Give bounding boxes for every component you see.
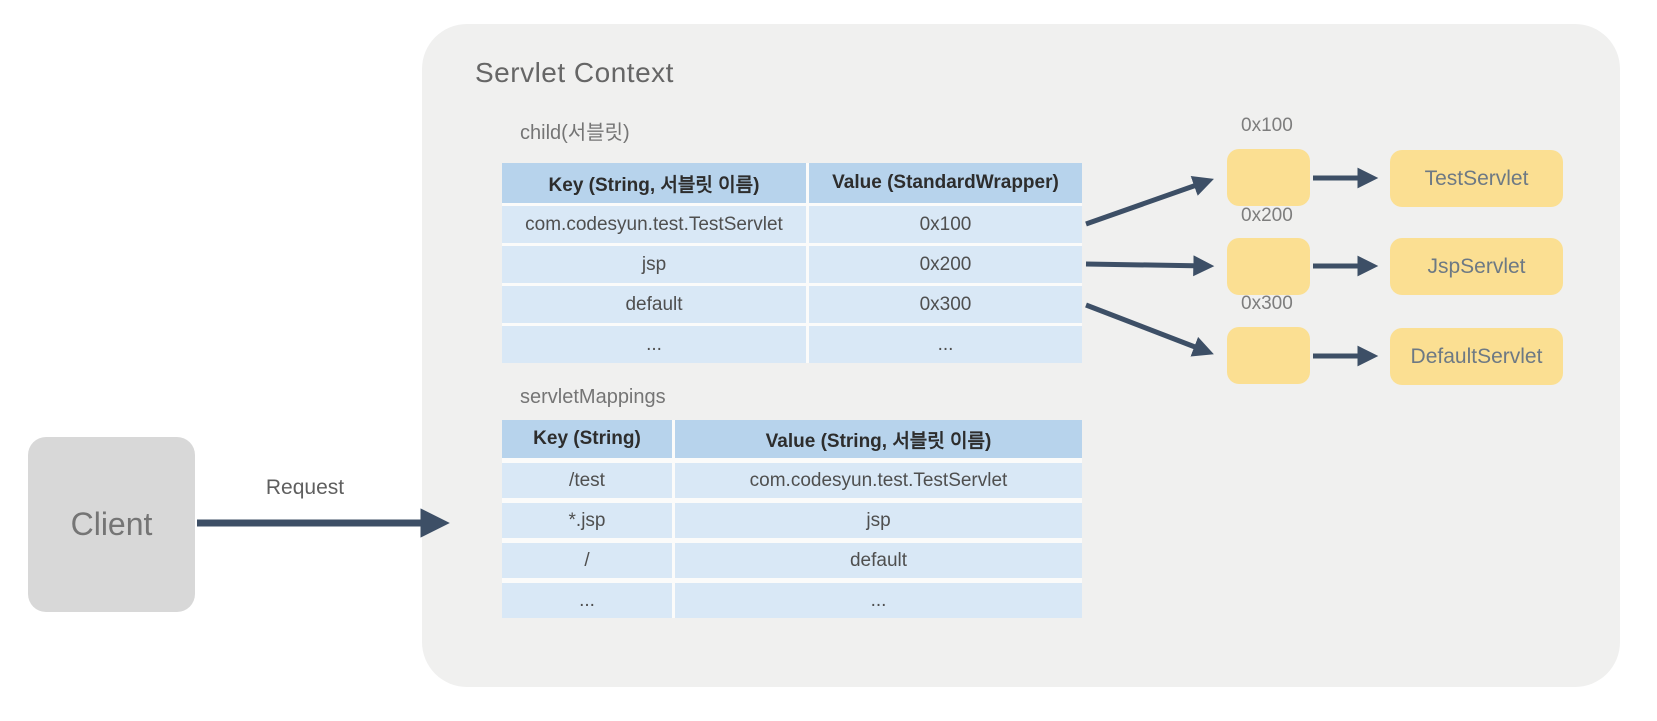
column-header: Key (String, 서블릿 이름) — [502, 163, 806, 203]
panel-title: Servlet Context — [475, 57, 674, 88]
standard-wrapper-box — [1227, 149, 1310, 206]
client-label: Client — [70, 506, 153, 542]
servlet-instance-box: JspServlet — [1390, 238, 1563, 295]
column-header: Value (StandardWrapper) — [809, 163, 1082, 203]
table-row: ... ... — [502, 326, 1082, 363]
servlet-instance-box: TestServlet — [1390, 150, 1563, 207]
table-cell: ... — [502, 583, 672, 618]
table-cell: default — [502, 286, 806, 323]
table-cell: com.codesyun.test.TestServlet — [675, 463, 1082, 498]
table-cell: 0x100 — [809, 206, 1082, 243]
servlet-instance-label: JspServlet — [1427, 254, 1526, 278]
mappings-table-header-row: Key (String) Value (String, 서블릿 이름) — [502, 420, 1082, 458]
servlet-instance-box: DefaultServlet — [1390, 328, 1563, 385]
column-header: Key (String) — [502, 420, 672, 458]
request-label: Request — [265, 476, 345, 499]
child-section-label: child(서블릿) — [520, 122, 630, 144]
table-cell: / — [502, 543, 672, 578]
servlet-mappings-label: servletMappings — [520, 386, 666, 408]
address-label: 0x100 — [1241, 115, 1293, 136]
address-label: 0x200 — [1241, 205, 1293, 226]
table-cell: jsp — [502, 246, 806, 283]
table-cell: jsp — [675, 503, 1082, 538]
standard-wrapper-box — [1227, 327, 1310, 384]
standard-wrapper-box — [1227, 238, 1310, 295]
table-cell: 0x200 — [809, 246, 1082, 283]
child-table: Key (String, 서블릿 이름) Value (StandardWrap… — [502, 163, 1082, 363]
servlet-instance-label: DefaultServlet — [1410, 344, 1543, 368]
table-cell: 0x300 — [809, 286, 1082, 323]
servlet-mappings-table: Key (String) Value (String, 서블릿 이름) /tes… — [502, 420, 1082, 618]
table-row: jsp 0x200 — [502, 246, 1082, 283]
table-cell: *.jsp — [502, 503, 672, 538]
table-row: com.codesyun.test.TestServlet 0x100 — [502, 206, 1082, 243]
table-row: *.jsp jsp — [502, 503, 1082, 538]
servlet-instance-label: TestServlet — [1424, 166, 1529, 190]
table-cell: com.codesyun.test.TestServlet — [502, 206, 806, 243]
table-row: ... ... — [502, 583, 1082, 618]
address-label: 0x300 — [1241, 293, 1293, 314]
table-cell: ... — [502, 326, 806, 363]
table-row: default 0x300 — [502, 286, 1082, 323]
table-row: /test com.codesyun.test.TestServlet — [502, 463, 1082, 498]
client-box: Client — [28, 437, 195, 612]
table-cell: /test — [502, 463, 672, 498]
child-table-header-row: Key (String, 서블릿 이름) Value (StandardWrap… — [502, 163, 1082, 203]
table-row: / default — [502, 543, 1082, 578]
table-cell: default — [675, 543, 1082, 578]
table-cell: ... — [809, 326, 1082, 363]
table-cell: ... — [675, 583, 1082, 618]
column-header: Value (String, 서블릿 이름) — [675, 420, 1082, 458]
